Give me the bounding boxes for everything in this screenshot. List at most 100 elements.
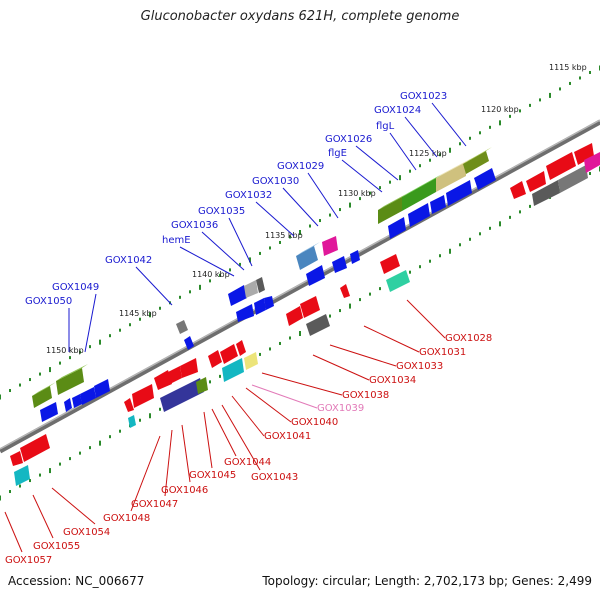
gene-label: GOX1023 <box>400 91 447 102</box>
gene-arrow <box>40 402 58 422</box>
gene-arrow <box>256 277 265 293</box>
scale-dot <box>229 268 231 272</box>
kbp-tick-label: 1120 kbp <box>481 105 519 114</box>
kbp-tick-label: 1140 kbp <box>192 270 230 279</box>
scale-dot <box>259 352 261 356</box>
leader-line <box>341 159 383 193</box>
scale-dot <box>469 136 471 140</box>
scale-dot <box>579 76 581 80</box>
scale-dot <box>499 120 501 126</box>
gene-arrow <box>160 378 204 412</box>
gene-arrow <box>10 451 23 466</box>
scale-dot <box>549 92 551 98</box>
scale-dot <box>139 317 141 321</box>
scale-dot <box>289 336 291 340</box>
gene-arrow <box>296 242 320 256</box>
scale-dot <box>309 224 311 228</box>
topology-label: Topology: circular; Length: 2,702,173 bp… <box>262 574 592 588</box>
scale-dot <box>539 98 541 102</box>
scale-dot <box>9 490 11 494</box>
scale-dot <box>479 131 481 135</box>
gene-label: GOX1045 <box>189 470 236 481</box>
scale-dot <box>159 306 161 310</box>
scale-dot <box>569 81 571 85</box>
gene-arrow <box>184 336 194 350</box>
gene-arrow <box>526 171 546 192</box>
scale-dot <box>519 210 521 214</box>
scale-dot <box>419 265 421 269</box>
gene-arrow <box>510 181 526 199</box>
scale-dot <box>209 279 211 283</box>
leader-line <box>228 217 253 267</box>
scale-dot <box>109 334 111 338</box>
kbp-tick-label: 1135 kbp <box>265 231 303 240</box>
gene-label: GOX1036 <box>171 220 218 231</box>
scale-dot <box>339 309 341 313</box>
leader-line <box>51 487 96 525</box>
scale-dot <box>69 356 71 360</box>
gene-label: GOX1042 <box>105 255 152 266</box>
scale-dot <box>439 153 441 157</box>
gene-arrow <box>208 350 222 368</box>
scale-dot <box>0 495 1 501</box>
scale-dot <box>559 87 561 91</box>
leader-line <box>130 435 161 512</box>
gene-arrow <box>236 340 246 356</box>
gene-arrow <box>558 165 588 193</box>
gene-arrow <box>72 394 82 408</box>
gene-arrow <box>436 162 466 192</box>
gene-label: GOX1050 <box>25 296 72 307</box>
scale-dot <box>179 295 181 299</box>
gene-arrow <box>300 296 320 318</box>
gene-arrow <box>228 285 247 306</box>
gene-arrow <box>386 270 410 292</box>
gene-arrow <box>222 358 244 382</box>
gene-arrow <box>378 197 402 224</box>
leader-line <box>164 429 173 497</box>
scale-dot <box>349 202 351 208</box>
scale-dot <box>299 331 301 336</box>
scale-dot <box>49 367 51 373</box>
gene-label: GOX1033 <box>396 361 443 372</box>
gene-arrow <box>350 250 360 264</box>
scale-dot <box>59 361 61 365</box>
scale-dot <box>49 468 51 474</box>
gene-label: hemE <box>162 235 191 246</box>
scale-dot <box>349 303 351 309</box>
scale-dot <box>369 191 371 195</box>
gene-arrow <box>80 387 96 405</box>
leader-line <box>312 354 370 381</box>
gene-label: GOX1040 <box>291 417 338 428</box>
scale-dot <box>149 413 151 419</box>
scale-dot <box>279 240 281 244</box>
accession-label: Accession: NC_006677 <box>8 574 145 588</box>
leader-line <box>32 494 54 539</box>
lower-strand-genes <box>10 143 600 486</box>
gene-label: GOX1035 <box>198 206 245 217</box>
gene-label: GOX1046 <box>161 485 208 496</box>
gene-arrow <box>220 344 238 364</box>
scale-dot <box>459 142 461 146</box>
gene-arrow <box>574 143 594 165</box>
scale-dot <box>439 254 441 258</box>
kbp-tick-label: 1115 kbp <box>549 63 587 72</box>
leader-line <box>363 325 420 353</box>
gene-arrow <box>132 384 154 408</box>
leader-line <box>282 187 319 227</box>
kbp-tick-label: 1130 kbp <box>338 189 376 198</box>
scale-dot <box>29 479 31 483</box>
gene-labels: GOX1023GOX1024flgLGOX1026flgEGOX1029GOX1… <box>4 91 492 566</box>
scale-dot <box>429 158 431 162</box>
scale-dot <box>39 372 41 376</box>
scale-dot <box>329 314 331 318</box>
leader-line <box>231 395 265 437</box>
gene-arrow <box>306 314 330 336</box>
scale-dot <box>289 235 291 239</box>
upper-strand-genes <box>32 147 496 422</box>
scale-dot <box>79 451 81 455</box>
gene-label: GOX1041 <box>264 431 311 442</box>
gene-label: GOX1044 <box>224 457 271 468</box>
gene-arrow <box>584 152 600 173</box>
scale-dot <box>269 246 271 250</box>
